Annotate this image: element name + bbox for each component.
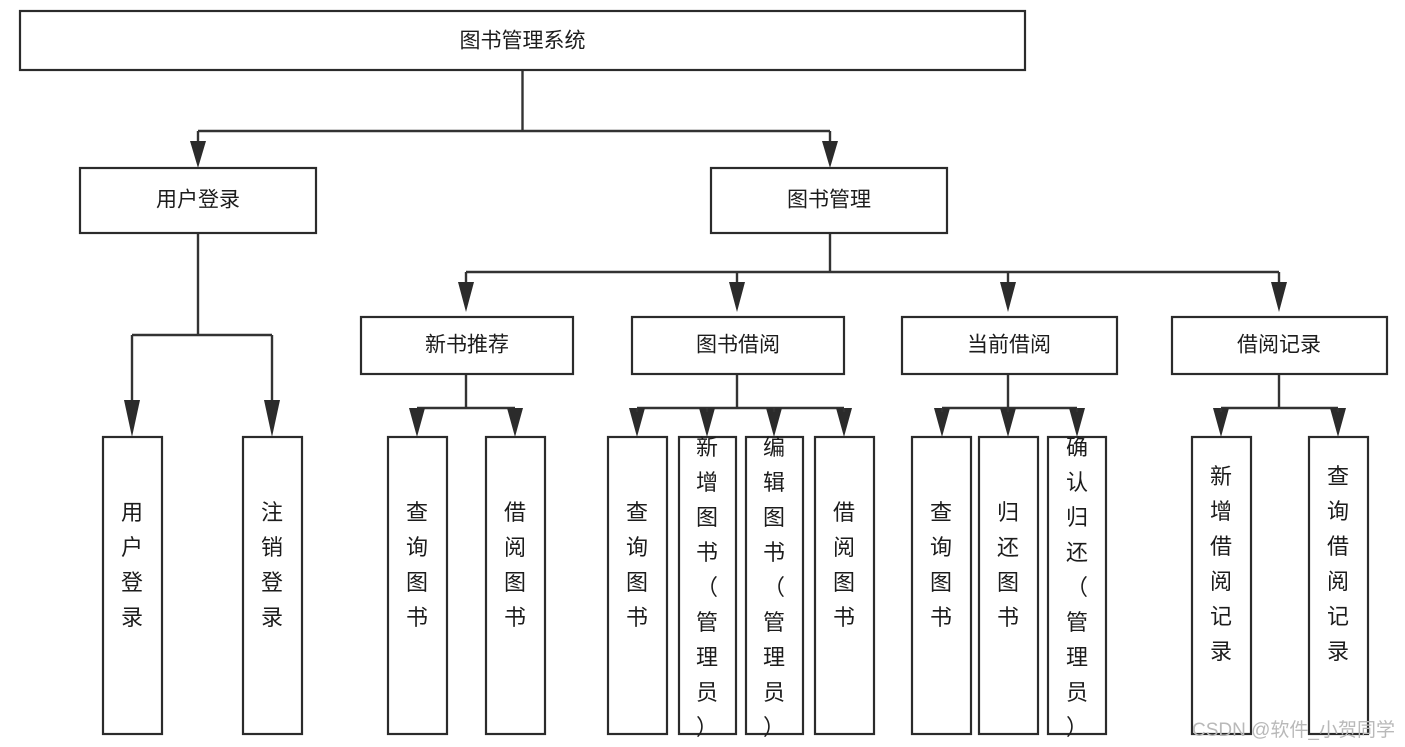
node-leaf-borrow-book-2-label: 借阅图书 — [833, 500, 855, 630]
node-user-login-box[interactable] — [78, 166, 318, 235]
node-book-borrow-label: 图书借阅 — [696, 334, 780, 357]
node-new-book-rec[interactable]: 新书推荐 — [359, 315, 575, 376]
node-leaf-query-book-3[interactable]: 查询图书 — [910, 435, 973, 736]
node-leaf-return-book-label: 归还图书 — [997, 500, 1019, 630]
node-leaf-query-book-3-box[interactable] — [910, 435, 973, 736]
arrow-to-current-borrow — [1000, 282, 1016, 312]
node-borrow-record[interactable]: 借阅记录 — [1170, 315, 1389, 376]
arrow-to-leaf-user-login — [124, 400, 140, 437]
node-leaf-user-logout-label: 注销登录 — [261, 500, 283, 630]
node-leaf-edit-book-box[interactable] — [744, 435, 805, 736]
node-leaf-borrow-book-1-label: 借阅图书 — [504, 500, 526, 630]
node-leaf-query-record[interactable]: 查询借阅记录 — [1307, 435, 1370, 736]
node-leaf-query-book-2-label: 查询图书 — [626, 500, 648, 630]
node-new-book-rec-label: 新书推荐 — [425, 334, 509, 357]
node-leaf-return-book-box[interactable] — [977, 435, 1040, 736]
node-leaf-edit-book-label: 编辑图书（管理员） — [763, 435, 785, 740]
arrow-to-leaf-user-logout — [264, 400, 280, 437]
node-leaf-add-record-label: 新增借阅记录 — [1210, 464, 1232, 664]
node-leaf-query-book-1-box[interactable] — [386, 435, 449, 736]
csdn-watermark: CSDN @软件_小贺同学 — [1192, 719, 1395, 741]
arrow-to-leaf-add-book — [699, 408, 715, 437]
arrow-to-leaf-query-book-3 — [934, 408, 950, 437]
node-leaf-user-login[interactable]: 用户登录 — [101, 435, 164, 736]
arrow-root-to-user-login — [190, 141, 206, 168]
node-leaf-add-book-box[interactable] — [677, 435, 738, 736]
node-leaf-add-record[interactable]: 新增借阅记录 — [1190, 435, 1253, 736]
node-leaf-query-book-1-label: 查询图书 — [406, 500, 428, 630]
node-leaf-add-record-box[interactable] — [1190, 435, 1253, 736]
node-leaf-user-logout-box[interactable] — [241, 435, 304, 736]
arrow-to-book-borrow — [729, 282, 745, 312]
node-borrow-record-label: 借阅记录 — [1237, 334, 1321, 357]
node-borrow-record-box[interactable] — [1170, 315, 1389, 376]
arrow-to-leaf-edit-book — [766, 408, 782, 437]
arrow-to-leaf-borrow-book-1 — [507, 408, 523, 437]
node-leaf-borrow-book-2-box[interactable] — [813, 435, 876, 736]
node-leaf-user-login-box[interactable] — [101, 435, 164, 736]
node-leaf-user-logout[interactable]: 注销登录 — [241, 435, 304, 736]
node-leaf-borrow-book-1[interactable]: 借阅图书 — [484, 435, 547, 736]
node-book-borrow[interactable]: 图书借阅 — [630, 315, 846, 376]
node-leaf-query-record-box[interactable] — [1307, 435, 1370, 736]
arrow-to-leaf-query-book-2 — [629, 408, 645, 437]
node-book-manage[interactable]: 图书管理 — [709, 166, 949, 235]
node-leaf-add-book-label: 新增图书（管理员） — [696, 435, 718, 740]
arrow-to-leaf-query-record — [1330, 408, 1346, 437]
node-leaf-borrow-book-1-box[interactable] — [484, 435, 547, 736]
node-current-borrow-label: 当前借阅 — [967, 334, 1051, 357]
node-leaf-query-book-2[interactable]: 查询图书 — [606, 435, 669, 736]
node-leaf-confirm-return-box[interactable] — [1046, 435, 1108, 736]
arrow-root-to-book-manage — [822, 141, 838, 168]
node-book-borrow-box[interactable] — [630, 315, 846, 376]
node-root-box[interactable] — [18, 9, 1027, 72]
arrow-to-leaf-add-record — [1213, 408, 1229, 437]
arrow-to-leaf-query-book-1 — [409, 408, 425, 437]
node-current-borrow[interactable]: 当前借阅 — [900, 315, 1119, 376]
node-leaf-confirm-return-label: 确认归还（管理员） — [1066, 435, 1088, 740]
node-user-login-label: 用户登录 — [156, 189, 240, 212]
node-leaf-add-book[interactable]: 新增图书（管理员） — [677, 435, 738, 740]
node-leaf-edit-book[interactable]: 编辑图书（管理员） — [744, 435, 805, 740]
node-leaf-query-book-1[interactable]: 查询图书 — [386, 435, 449, 736]
node-book-manage-label: 图书管理 — [787, 189, 871, 212]
node-leaf-query-book-3-label: 查询图书 — [930, 500, 952, 630]
node-new-book-rec-box[interactable] — [359, 315, 575, 376]
node-root[interactable]: 图书管理系统 — [18, 9, 1027, 72]
node-user-login[interactable]: 用户登录 — [78, 166, 318, 235]
node-root-label: 图书管理系统 — [460, 30, 586, 53]
node-book-manage-box[interactable] — [709, 166, 949, 235]
node-leaf-return-book[interactable]: 归还图书 — [977, 435, 1040, 736]
node-leaf-query-book-2-box[interactable] — [606, 435, 669, 736]
arrow-to-leaf-return-book — [1000, 408, 1016, 437]
node-leaf-user-login-label: 用户登录 — [121, 500, 143, 630]
arrow-to-leaf-borrow-book-2 — [836, 408, 852, 437]
node-current-borrow-box[interactable] — [900, 315, 1119, 376]
node-leaf-borrow-book-2[interactable]: 借阅图书 — [813, 435, 876, 736]
arrow-to-new-book-rec — [458, 282, 474, 312]
node-leaf-query-record-label: 查询借阅记录 — [1327, 464, 1349, 664]
arrow-to-borrow-record — [1271, 282, 1287, 312]
arrow-to-leaf-confirm-return — [1069, 408, 1085, 437]
node-leaf-confirm-return[interactable]: 确认归还（管理员） — [1046, 435, 1108, 740]
connector-layer — [124, 70, 1346, 437]
